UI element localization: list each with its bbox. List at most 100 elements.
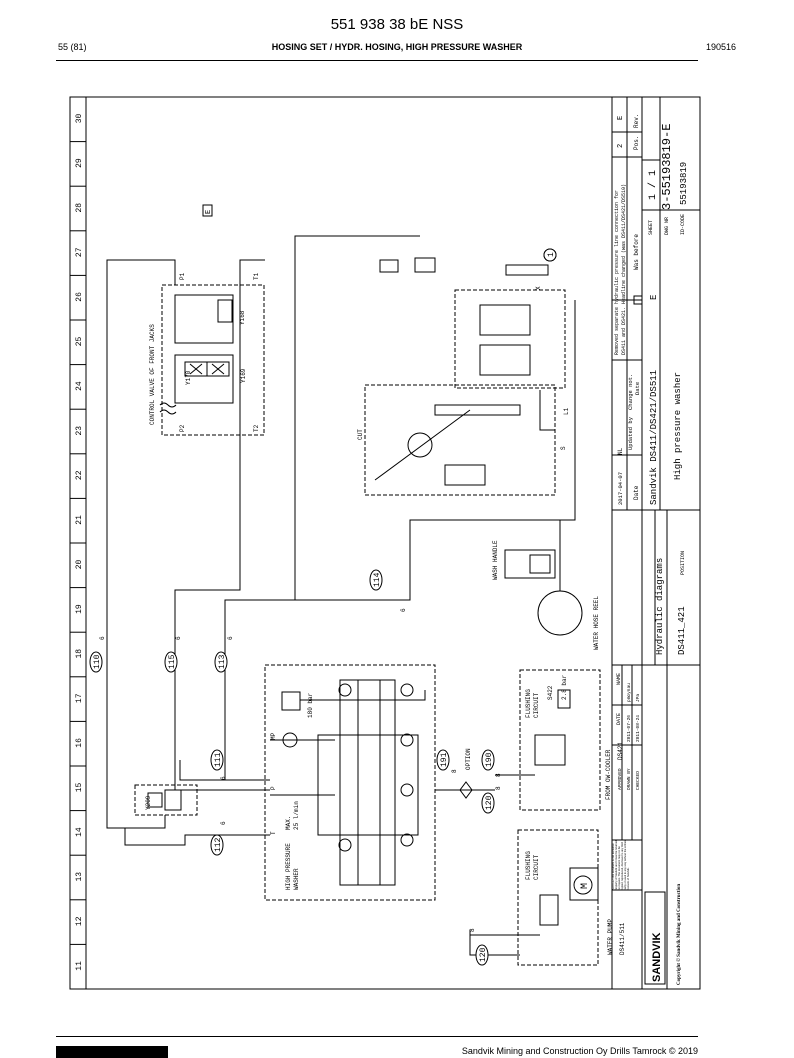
wash-handle-valve (504, 549, 556, 579)
grid-column-label: 11 (75, 961, 84, 971)
hose-size: 6 (227, 636, 234, 640)
grid-column-label: 26 (75, 292, 84, 302)
doc-type: Hydraulic diagrams (655, 558, 665, 655)
grid-column-label: 28 (75, 203, 84, 213)
washer-unit (339, 679, 396, 886)
pressure-gauge (282, 732, 298, 748)
approved-label: APPROVED (617, 768, 623, 790)
pump-symbol-top (400, 683, 414, 697)
hose-size: 8 (451, 769, 458, 773)
label-flushing-ds411-1: FLUSHING (525, 851, 532, 880)
line-115 (174, 259, 265, 650)
label-flushing-ds421-1: FLUSHING (525, 689, 532, 718)
header-rule (56, 60, 698, 61)
pressure-switch-s422 (557, 689, 571, 709)
hose-marker (210, 834, 224, 856)
label-y169: Y169 (240, 368, 247, 383)
solenoid-y168 (217, 299, 233, 323)
line-114 (225, 300, 576, 601)
label-option: OPTION (465, 748, 472, 770)
label-wash-handle: WASH HANDLE (492, 540, 499, 580)
label-ds411: DS411/511 (619, 922, 626, 955)
line-112 (124, 828, 270, 846)
sheet-label: SHEET (648, 220, 654, 235)
high-pressure-washer-box (264, 664, 436, 901)
line-113 (224, 235, 300, 650)
hose-size: 8 (495, 773, 502, 777)
grid-column-label: 12 (75, 916, 84, 926)
control-valve-box (161, 284, 265, 436)
page-indicator: 55 (81) (58, 42, 87, 52)
hose-size: 6 (220, 821, 227, 825)
company-logo: SANDVIK (651, 932, 663, 982)
cut-valve-box (364, 384, 556, 496)
hose-markers: 1106115611361146111611261918190812081208… (89, 248, 557, 966)
rev-note-2: DS411 and DS421. Headline changed (was D… (621, 184, 627, 355)
rev-col-was-before: Was before (633, 234, 640, 270)
valve-section-lower (174, 354, 234, 404)
label-bar: 180 bar (307, 692, 314, 718)
grid-column-label: 24 (75, 381, 84, 391)
rev-col-rev: Rev. (633, 114, 640, 128)
label-s422-val: 2.8 bar (561, 674, 568, 700)
footer-logo (56, 1046, 168, 1058)
hose-marker (210, 749, 224, 771)
grid-column-label: 13 (75, 872, 84, 882)
rev-col-updated: Updated by (627, 416, 634, 450)
grid-column-label: 17 (75, 693, 84, 703)
hose-marker (214, 651, 228, 673)
hose-id: 1 (547, 252, 556, 257)
label-t2: T2 (253, 424, 260, 432)
x-valve-lower (479, 344, 531, 376)
footer-copyright: Sandvik Mining and Construction Oy Drill… (461, 1046, 698, 1056)
option-filter (459, 781, 473, 799)
drawn-by-name: pmoynau (627, 683, 632, 702)
hose-id: 120 (479, 947, 488, 962)
solenoid-y169 (206, 361, 230, 377)
hose-marker (369, 569, 383, 591)
e-box (202, 204, 213, 217)
hose-id: 111 (214, 752, 223, 767)
hose-id: 112 (214, 837, 223, 852)
document-number: 551 938 38 bE NSS (330, 16, 464, 33)
hose-marker (164, 651, 178, 673)
model: Sandvik DS411/DS421/DS511 (649, 370, 659, 505)
flushing-circuit-ds421 (519, 669, 601, 811)
position-label: POSITION (680, 551, 686, 575)
hose-marker (481, 792, 495, 814)
dwg-label: DWG NR (664, 217, 670, 235)
label-mp: MP (270, 732, 277, 740)
drawn-by-date: 2011-07-26 (626, 715, 632, 742)
rev-col-pos: Pos. (633, 136, 640, 150)
label-hpw-2: WASHER (293, 868, 300, 890)
washer-pump-block (317, 734, 419, 836)
label-control-valve: CONTROL VALVE OF FRONT JACKS (149, 324, 156, 425)
label-e-mark: E (205, 210, 213, 214)
hose-id: 110 (93, 654, 102, 669)
subject: High pressure washer (673, 372, 683, 480)
grid-column-label: 27 (75, 247, 84, 257)
valve-top (505, 264, 549, 276)
rev-col-change: Change not. (627, 374, 634, 410)
label-s: S (560, 446, 567, 450)
hose-marker (481, 749, 495, 771)
grid-column-label: 25 (75, 336, 84, 346)
rev-col-date: Date (633, 485, 640, 500)
break-symbol (159, 402, 177, 415)
model-rev: E (649, 295, 659, 300)
hose-size: 8 (469, 928, 476, 932)
notice-text: NOTICE! This document is the exclusive p… (612, 840, 630, 890)
cut-pump (407, 432, 433, 458)
label-s422: S422 (547, 685, 554, 700)
line-113-down (224, 650, 270, 781)
checked-date: 2011-08-24 (635, 715, 641, 742)
grid-column-label: 20 (75, 559, 84, 569)
grid-column-label: 19 (75, 604, 84, 614)
hose-id: 114 (373, 572, 382, 587)
label-ds421: DS421 (617, 742, 624, 760)
company-logo-box (644, 891, 666, 985)
hose-size: 6 (99, 636, 106, 640)
checked-name: JPa (635, 694, 641, 702)
title-block (611, 96, 701, 990)
rev-date: 2017-04-07 (617, 472, 624, 505)
